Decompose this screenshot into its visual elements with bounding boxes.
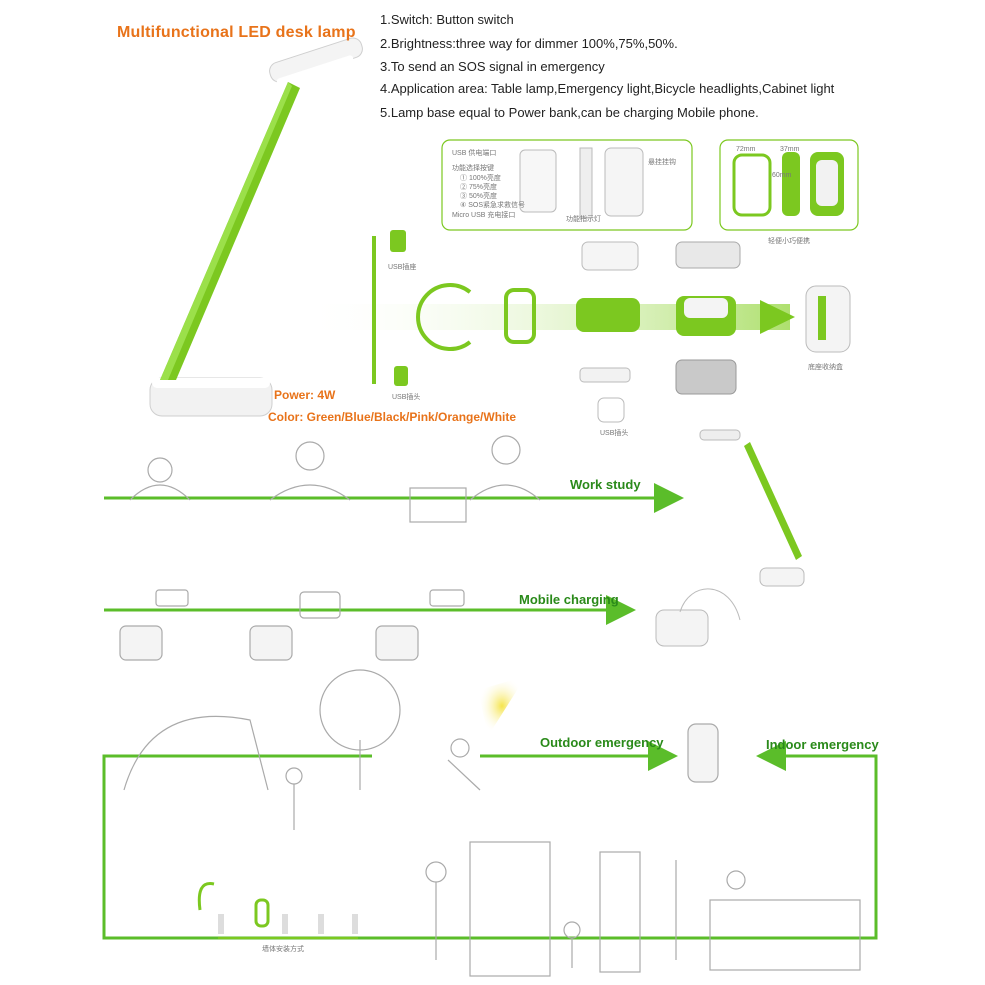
flow-lines bbox=[102, 483, 878, 940]
annot-func: 功能选择按键 bbox=[452, 165, 494, 172]
annot-portable: 轻便小巧便携 bbox=[768, 238, 810, 245]
side-lamp-pieces bbox=[655, 429, 805, 647]
assembly-flow bbox=[300, 230, 851, 423]
annot-usb-head2: USB插头 bbox=[392, 394, 421, 401]
color-label: Color: Green/Blue/Black/Pink/Orange/Whit… bbox=[268, 410, 517, 424]
spec-switch: 1.Switch: Button switch bbox=[380, 12, 514, 27]
annot-micro-usb: Micro USB 充电接口 bbox=[452, 212, 516, 219]
sos-light-beam bbox=[478, 676, 526, 736]
flow-outdoor-emergency: Outdoor emergency bbox=[540, 735, 664, 750]
annot-opt1: ① 100%亮度 bbox=[460, 175, 501, 182]
annot-opt3: ③ 50%亮度 bbox=[460, 193, 497, 200]
annot-opt2: ② 75%亮度 bbox=[460, 184, 497, 191]
annot-dim-h: 37mm bbox=[780, 146, 800, 153]
flow-mobile-charging: Mobile charging bbox=[519, 592, 619, 607]
annot-usb-head: USB插座 bbox=[388, 264, 417, 271]
flow-work-study: Work study bbox=[570, 477, 641, 492]
scene-sketches bbox=[119, 435, 861, 977]
component-detail-panel bbox=[441, 139, 859, 231]
spec-brightness: 2.Brightness:three way for dimmer 100%,7… bbox=[380, 36, 678, 51]
annot-opt4: ④ SOS紧急求救信号 bbox=[460, 202, 526, 209]
spec-power-bank: 5.Lamp base equal to Power bank,can be c… bbox=[380, 105, 759, 120]
annot-usb: USB 供电端口 bbox=[452, 150, 497, 157]
annot-storage: 底座收纳盒 bbox=[808, 364, 843, 371]
annot-hanger: 悬挂挂钩 bbox=[648, 159, 676, 166]
power-label: Power: 4W bbox=[274, 388, 336, 402]
desk-lamp-illustration bbox=[149, 37, 363, 417]
spec-sos: 3.To send an SOS signal in emergency bbox=[380, 59, 605, 74]
annot-dim-d: 60mm bbox=[772, 172, 792, 179]
flow-indoor-emergency: Indoor emergency bbox=[766, 737, 879, 752]
mount-options bbox=[197, 882, 358, 939]
annot-mount: 墙体安装方式 bbox=[262, 946, 304, 953]
annot-dim-w: 72mm bbox=[736, 146, 756, 153]
annot-indicator: 功能指示灯 bbox=[566, 216, 601, 223]
spec-application: 4.Application area: Table lamp,Emergency… bbox=[380, 81, 835, 96]
annot-usb-head3: USB插头 bbox=[600, 430, 629, 437]
page-title: Multifunctional LED desk lamp bbox=[117, 24, 356, 41]
